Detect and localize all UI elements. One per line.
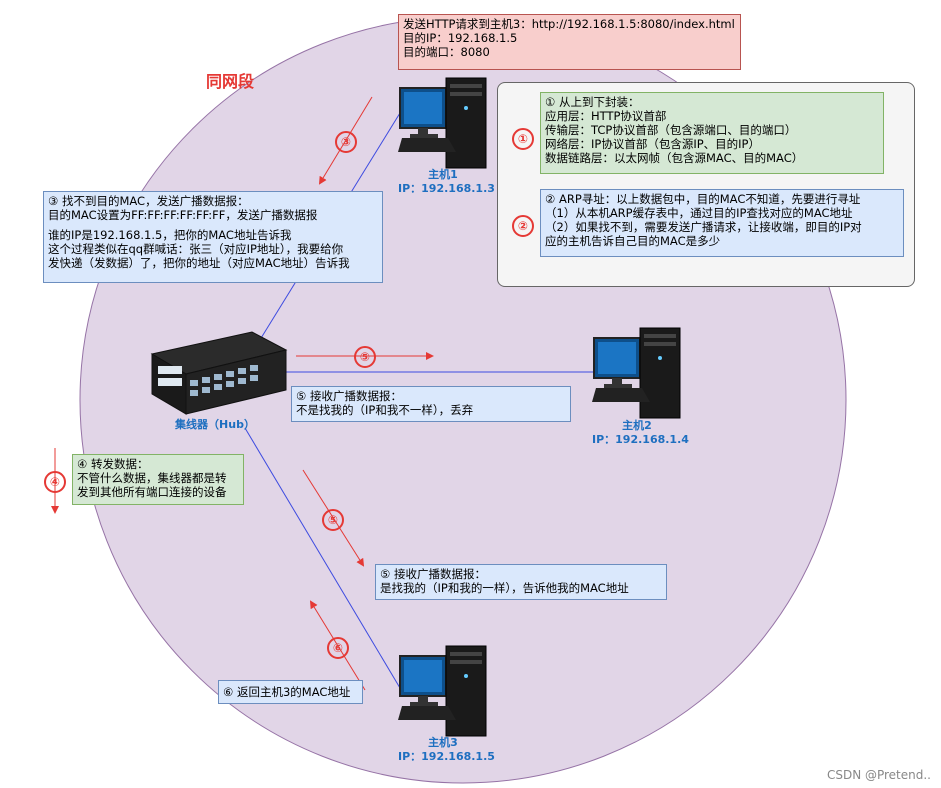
broadcast-line: 这个过程类似在qq群喊话：张三（对应IP地址），我要给你 bbox=[48, 242, 344, 256]
host3-ip: IP：192.168.1.5 bbox=[398, 750, 495, 763]
arp-line: （1）从本机ARP缓存表中，通过目的IP查找对应的MAC地址 bbox=[545, 206, 853, 220]
step-1-marker: ① bbox=[512, 128, 534, 150]
host1-ip: IP：192.168.1.3 bbox=[398, 182, 495, 195]
arp-line: ② ARP寻址：以上数据包中，目的MAC不知道，先要进行寻址 bbox=[545, 192, 861, 206]
host1-computer-icon bbox=[398, 77, 487, 169]
footer-watermark: CSDN @Pretend.. bbox=[826, 768, 931, 782]
host3-name: 主机3 bbox=[428, 736, 458, 749]
recv2-line: 不是找我的（IP和我不一样），丢弃 bbox=[296, 403, 474, 417]
arp-line: （2）如果找不到，需要发送广播请求，让接收端，即目的IP对 bbox=[545, 220, 862, 234]
recv3-line: ⑤ 接收广播数据报： bbox=[380, 567, 486, 581]
forward-line: 不管什么数据，集线器都是转 bbox=[77, 471, 227, 485]
segment-title: 同网段 bbox=[206, 72, 255, 91]
arp-box: ② ARP寻址：以上数据包中，目的MAC不知道，先要进行寻址 （1）从本机ARP… bbox=[540, 189, 904, 257]
host3-computer-icon bbox=[398, 645, 487, 737]
http-request-box: 发送HTTP请求到主机3：http://192.168.1.5:8080/ind… bbox=[398, 14, 741, 70]
encap-line: 传输层：TCP协议首部（包含源端口、目的端口） bbox=[545, 123, 797, 137]
receive-host2-box: ⑤ 接收广播数据报： 不是找我的（IP和我不一样），丢弃 bbox=[291, 386, 571, 422]
forward-line: ④ 转发数据： bbox=[77, 457, 149, 471]
recv3-line: 是找我的（IP和我的一样），告诉他我的MAC地址 bbox=[380, 581, 629, 595]
hub-label: 集线器（Hub） bbox=[175, 418, 255, 431]
host2-label: 主机2 IP：192.168.1.4 bbox=[592, 419, 689, 447]
encap-line: 网络层：IP协议首部（包含源IP、目的IP） bbox=[545, 137, 760, 151]
host3-label: 主机3 IP：192.168.1.5 bbox=[398, 736, 495, 764]
forward-line: 发到其他所有端口连接的设备 bbox=[77, 485, 227, 499]
broadcast-line: 发快递（发数据）了，把你的地址（对应MAC地址）告诉我 bbox=[48, 256, 350, 270]
host1-name: 主机1 bbox=[428, 168, 458, 181]
step-5-host2-marker: ⑤ bbox=[354, 346, 376, 368]
broadcast-line: 目的MAC设置为FF:FF:FF:FF:FF:FF，发送广播数据报 bbox=[48, 208, 318, 222]
reply-box: ⑥ 返回主机3的MAC地址 bbox=[218, 680, 363, 704]
hub-device-icon bbox=[150, 331, 288, 415]
link-hub-host3 bbox=[244, 427, 401, 689]
encap-line: ① 从上到下封装： bbox=[545, 95, 640, 109]
arp-line: 应的主机告诉自己目的MAC是多少 bbox=[545, 234, 721, 248]
step-2-marker: ② bbox=[512, 215, 534, 237]
encap-line: 应用层：HTTP协议首部 bbox=[545, 109, 667, 123]
reply-line: ⑥ 返回主机3的MAC地址 bbox=[223, 685, 351, 699]
step-6-marker: ⑥ bbox=[327, 637, 349, 659]
host2-name: 主机2 bbox=[622, 419, 652, 432]
request-line: 发送HTTP请求到主机3：http://192.168.1.5:8080/ind… bbox=[403, 17, 735, 31]
broadcast-line: 谁的IP是192.168.1.5，把你的MAC地址告诉我 bbox=[48, 228, 292, 242]
host2-computer-icon bbox=[592, 327, 681, 419]
recv2-line: ⑤ 接收广播数据报： bbox=[296, 389, 402, 403]
forward-box: ④ 转发数据： 不管什么数据，集线器都是转 发到其他所有端口连接的设备 bbox=[72, 454, 244, 505]
receive-host3-box: ⑤ 接收广播数据报： 是找我的（IP和我的一样），告诉他我的MAC地址 bbox=[375, 564, 667, 600]
encap-line: 数据链路层：以太网帧（包含源MAC、目的MAC） bbox=[545, 151, 804, 165]
host1-label: 主机1 IP：192.168.1.3 bbox=[398, 168, 495, 196]
step-4-marker: ④ bbox=[44, 471, 66, 493]
step-5-host3-marker: ⑤ bbox=[322, 509, 344, 531]
step-3-marker: ③ bbox=[335, 131, 357, 153]
host2-ip: IP：192.168.1.4 bbox=[592, 433, 689, 446]
request-line: 目的IP：192.168.1.5 bbox=[403, 31, 518, 45]
request-line: 目的端口：8080 bbox=[403, 45, 490, 59]
broadcast-line: ③ 找不到目的MAC，发送广播数据报： bbox=[48, 194, 249, 208]
encapsulation-box: ① 从上到下封装： 应用层：HTTP协议首部 传输层：TCP协议首部（包含源端口… bbox=[540, 92, 884, 174]
broadcast-box: ③ 找不到目的MAC，发送广播数据报： 目的MAC设置为FF:FF:FF:FF:… bbox=[43, 191, 383, 283]
